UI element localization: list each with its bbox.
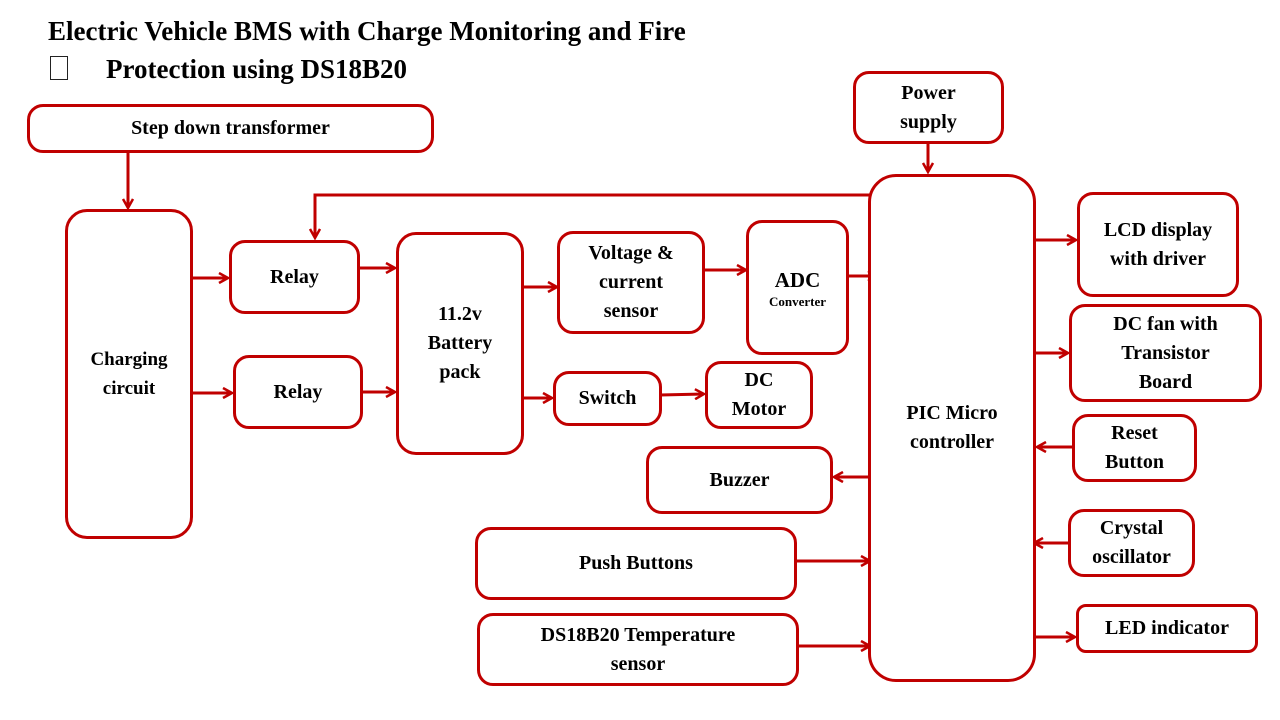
block-label: 11.2v <box>438 303 482 325</box>
block-label: ADC <box>774 268 821 292</box>
block-label: Step down transformer <box>131 117 330 139</box>
block-pic-microcontroller: PIC Micro controller <box>868 174 1036 682</box>
block-label: Button <box>1105 451 1164 473</box>
block-dc-motor: DC Motor <box>705 361 813 429</box>
block-relay-bottom: Relay <box>233 355 363 429</box>
block-label: Power <box>901 81 956 104</box>
block-label: Push Buttons <box>579 552 693 574</box>
arrow-pic-to-relay-top <box>315 193 870 238</box>
block-buzzer: Buzzer <box>646 446 833 514</box>
diagram-title-line2: Protection using DS18B20 <box>48 54 407 85</box>
block-power-supply: Power supply <box>853 71 1004 144</box>
block-label: LED indicator <box>1105 617 1229 639</box>
block-step-down-transformer: Step down transformer <box>27 104 434 153</box>
block-label: current <box>598 271 664 293</box>
block-led-indicator: LED indicator <box>1076 604 1258 653</box>
block-adc-converter: ADC Converter <box>746 220 849 355</box>
diagram-title-line1: Electric Vehicle BMS with Charge Monitor… <box>48 16 686 46</box>
block-label: DC fan with <box>1113 312 1218 335</box>
block-label: oscillator <box>1092 546 1171 568</box>
block-label: circuit <box>102 378 156 399</box>
bullet-icon <box>50 56 68 80</box>
block-crystal-oscillator: Crystal oscillator <box>1068 509 1195 577</box>
block-label: controller <box>909 431 995 453</box>
block-label: LCD display <box>1103 218 1213 241</box>
block-label: pack <box>439 361 481 383</box>
block-label: Relay <box>273 380 323 403</box>
block-label: Transistor <box>1121 341 1210 364</box>
block-label: Motor <box>731 398 787 420</box>
block-charging-circuit: Charging circuit <box>65 209 193 539</box>
block-label: Switch <box>578 387 637 409</box>
block-relay-top: Relay <box>229 240 360 314</box>
block-label: PIC Micro <box>906 402 998 424</box>
arrow-switch-to-motor <box>659 394 704 395</box>
block-push-buttons: Push Buttons <box>475 527 797 600</box>
block-label: sensor <box>610 652 666 675</box>
block-label: Buzzer <box>709 468 770 491</box>
block-lcd-display: LCD display with driver <box>1077 192 1239 297</box>
block-label: Board <box>1138 370 1193 393</box>
block-switch: Switch <box>553 371 662 426</box>
block-label: sensor <box>603 300 659 322</box>
block-label: DC <box>744 369 774 391</box>
block-label: Charging <box>90 349 168 370</box>
block-label: Reset <box>1111 422 1158 444</box>
block-label: Voltage & <box>588 242 674 264</box>
block-label: Relay <box>270 265 319 288</box>
diagram-title-line2-text: Protection using DS18B20 <box>106 54 408 84</box>
block-label: Crystal <box>1099 517 1164 539</box>
block-label: with driver <box>1109 247 1207 270</box>
block-ds18b20-temperature-sensor: DS18B20 Temperature sensor <box>477 613 799 686</box>
block-label: supply <box>900 110 957 133</box>
block-label: Battery <box>427 332 493 354</box>
block-sublabel: Converter <box>768 294 827 309</box>
block-voltage-current-sensor: Voltage & current sensor <box>557 231 705 334</box>
block-label: DS18B20 Temperature <box>540 623 736 646</box>
